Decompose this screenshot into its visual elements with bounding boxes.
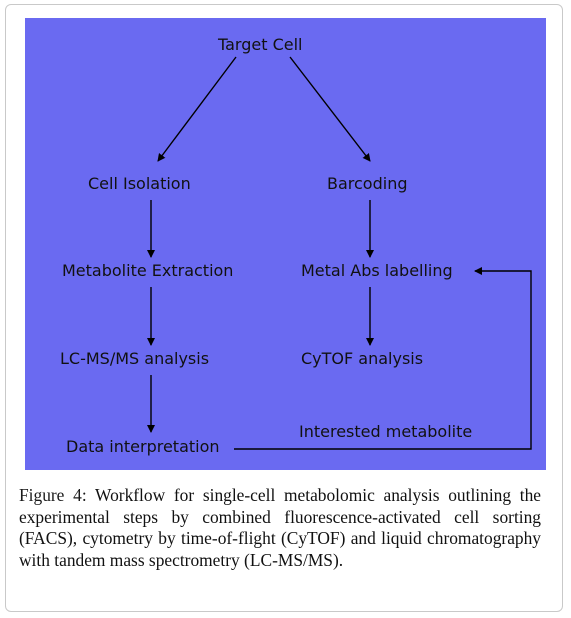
node-barcoding: Barcoding: [327, 174, 408, 193]
figure-caption-text: Workflow for single-cell metabolomic ana…: [19, 485, 542, 570]
figure-label: Figure 4:: [19, 485, 87, 505]
node-data-interpretation: Data interpretation: [66, 437, 220, 456]
figure-caption: Figure 4: Workflow for single-cell metab…: [19, 485, 541, 571]
node-interested-metabolite: Interested metabolite: [299, 422, 473, 441]
node-cell-isolation: Cell Isolation: [88, 174, 191, 193]
node-target-cell: Target Cell: [218, 35, 303, 54]
node-cytof-analysis: CyTOF analysis: [301, 349, 424, 368]
node-metabolite-extraction: Metabolite Extraction: [62, 261, 234, 280]
workflow-diagram: [25, 18, 546, 470]
node-lcms-analysis: LC-MS/MS analysis: [60, 349, 210, 368]
node-metal-abs-labelling: Metal Abs labelling: [301, 261, 453, 280]
